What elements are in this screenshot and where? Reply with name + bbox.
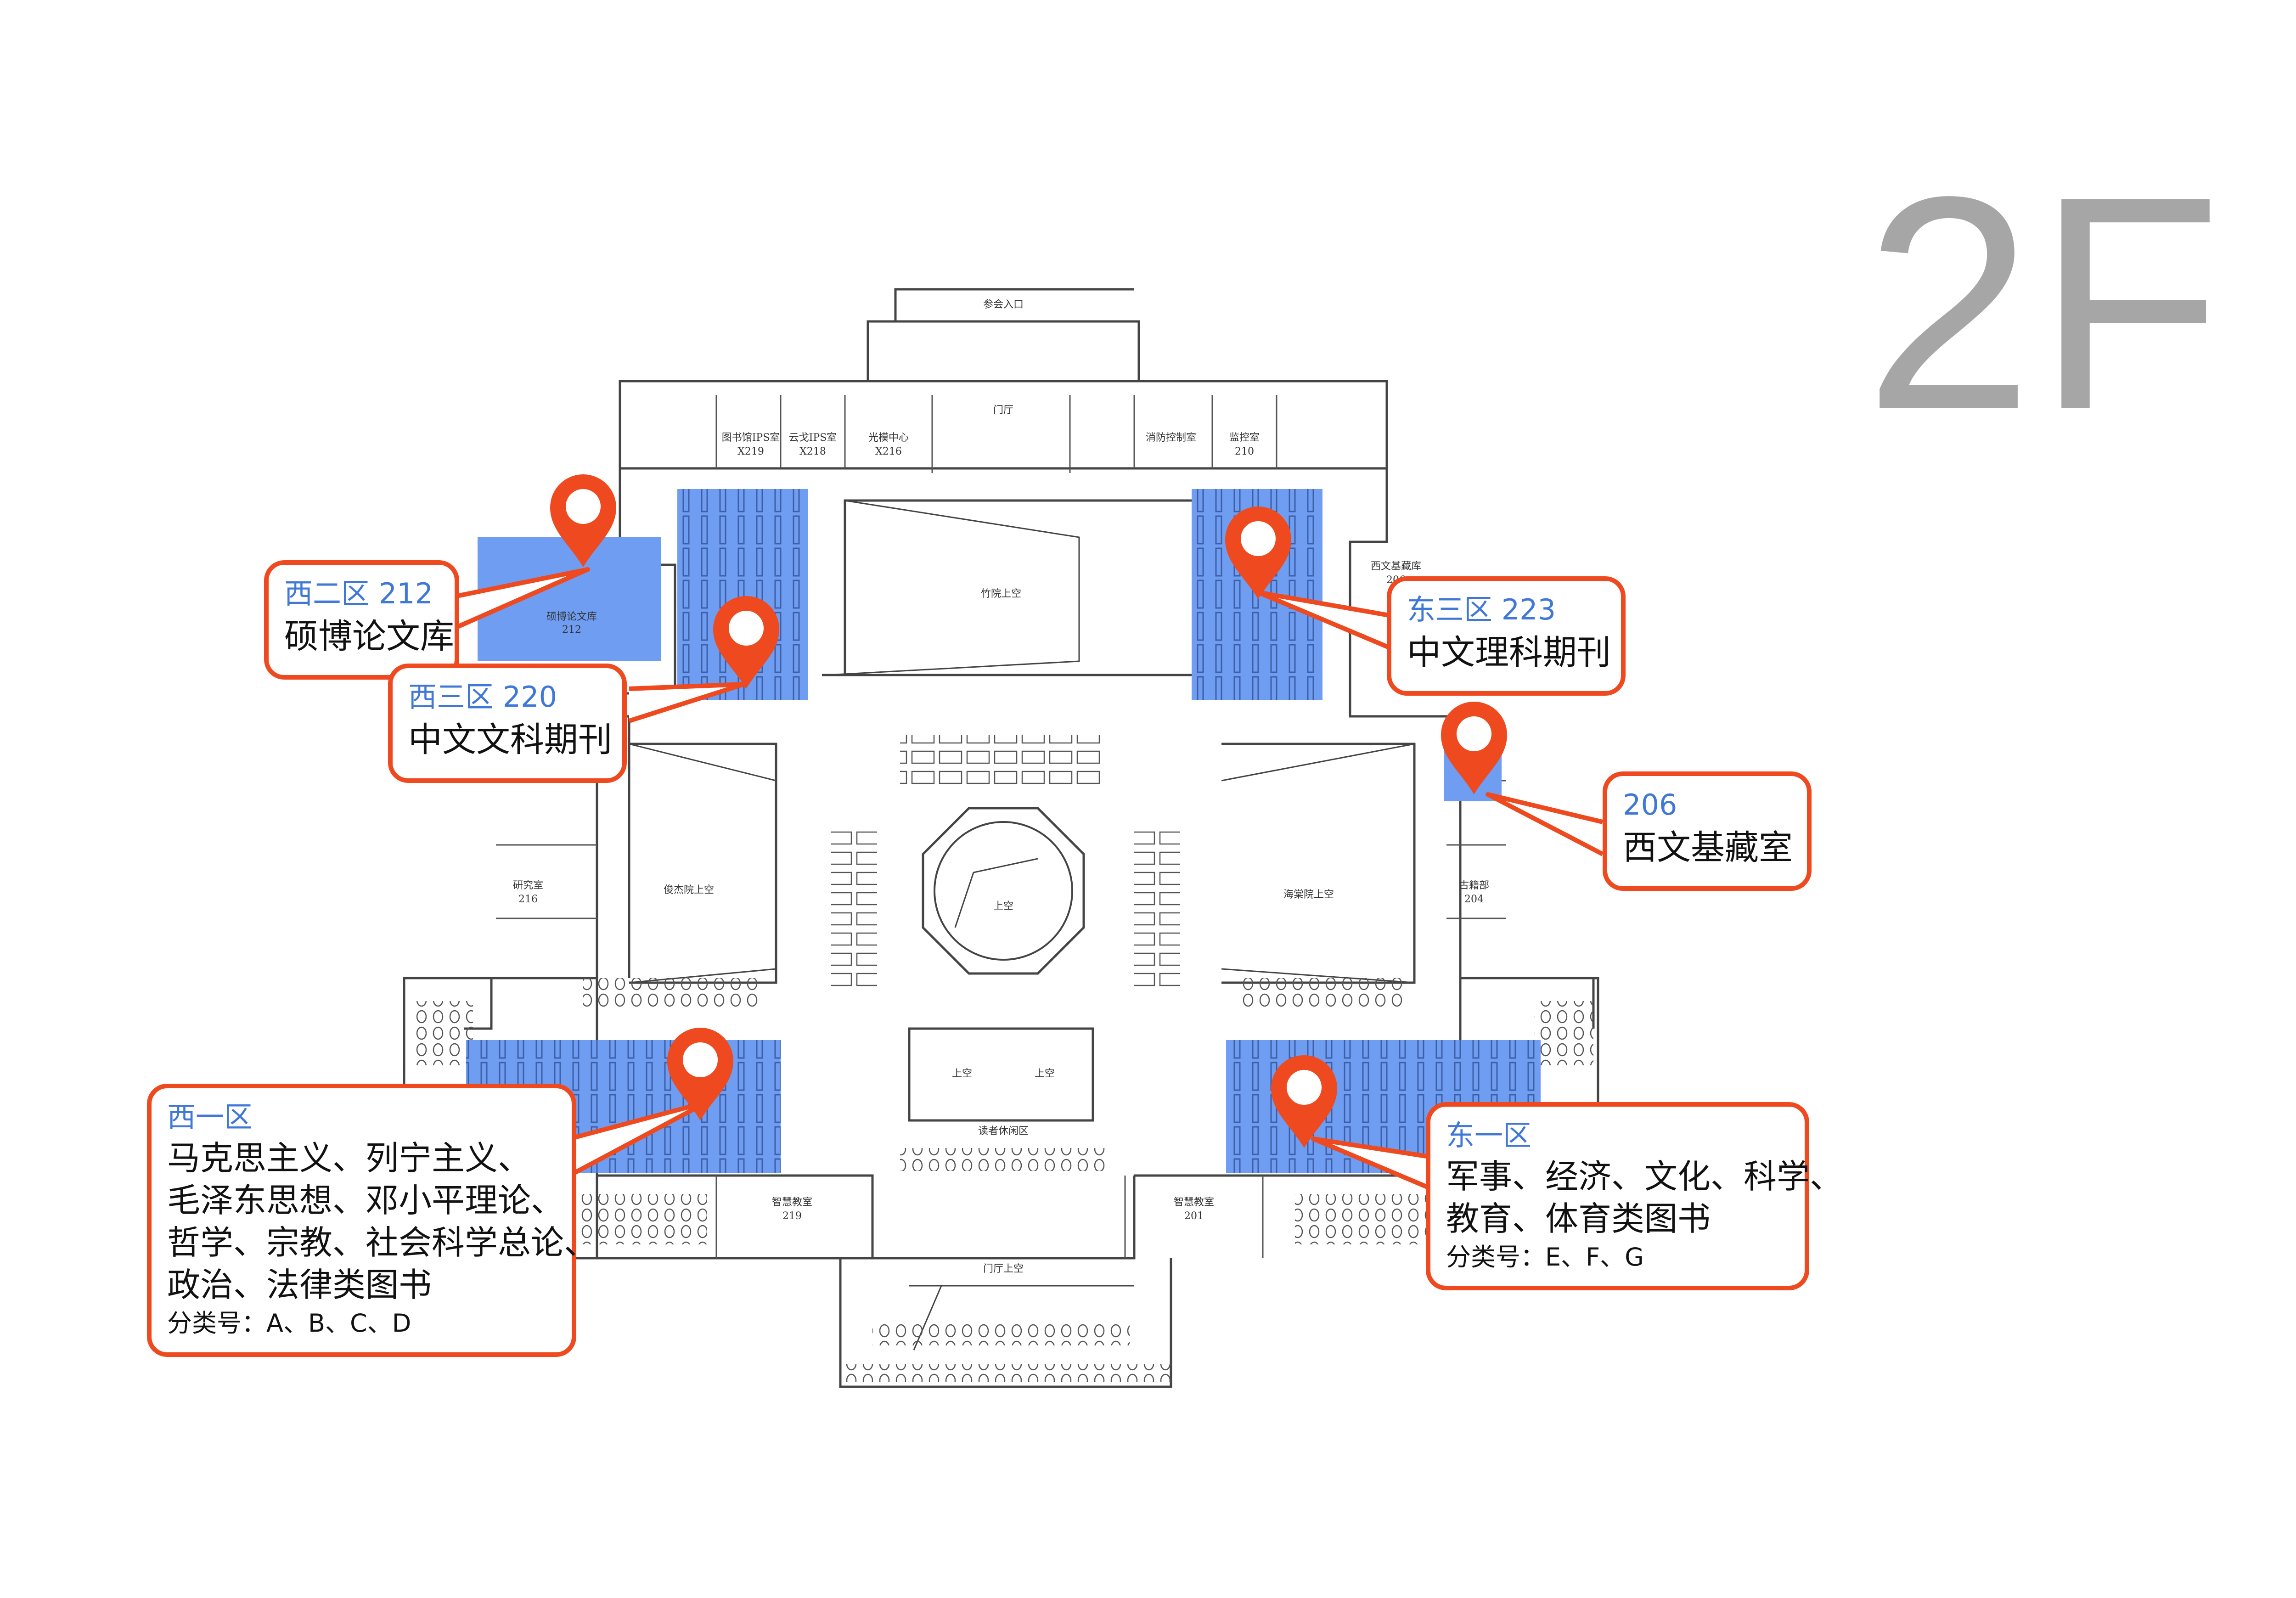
callout-zone: 西三区 220 (408, 680, 557, 714)
label-research: 研究室 (513, 880, 543, 891)
label-fire-control: 消防控制室 (1146, 432, 1196, 444)
callout-zone: 西二区 212 (284, 577, 433, 610)
label-entrance: 参会入口 (983, 299, 1024, 310)
label-haitang: 海棠院上空 (1283, 889, 1334, 900)
label-cloud-ips-no: X218 (799, 446, 826, 457)
label-thesis-room: 硕博论文库 (546, 611, 597, 623)
callout-title: 硕博论文库 (284, 617, 454, 656)
callout-title: 中文文科期刊 (408, 720, 612, 760)
label-ancient: 古籍部 (1459, 880, 1489, 891)
map-pin-icon (1225, 506, 1291, 599)
callout-east3[interactable]: 东三区 223 中文理科期刊 (1387, 576, 1626, 696)
floor-number: 2F (1864, 134, 2226, 472)
callout-east1[interactable]: 东一区 军事、经济、文化、科学、 教育、体育类图书 分类号：E、F、G (1426, 1102, 1843, 1290)
label-smart-right: 智慧教室 (1174, 1197, 1214, 1208)
label-research-no: 216 (518, 894, 538, 905)
callout-zone: 西一区 (167, 1100, 253, 1134)
callout-classification: 分类号：A、B、C、D (167, 1309, 411, 1338)
label-reader-rest: 读者休闲区 (978, 1125, 1029, 1137)
label-lib-ips: 图书馆IPS室 (722, 432, 780, 444)
label-zhuyuan: 竹院上空 (981, 588, 1021, 600)
label-monitor-no: 210 (1235, 446, 1254, 457)
callout-zone: 206 (1623, 788, 1677, 822)
label-thesis-room-no: 212 (562, 624, 581, 636)
callout-tails (451, 567, 1604, 1192)
label-cloud-ips: 云戈IPS室 (789, 432, 837, 444)
label-lobby-void: 门厅上空 (983, 1263, 1024, 1275)
label-western-store: 西文基藏库 (1371, 561, 1421, 572)
label-void-left: 上空 (952, 1068, 972, 1080)
label-photo-center-no: X216 (875, 446, 902, 457)
callout-206[interactable]: 206 西文基藏室 (1603, 771, 1812, 891)
label-lib-ips-no: X219 (737, 446, 764, 457)
callout-west2[interactable]: 西二区 212 硕博论文库 (264, 560, 459, 680)
label-smart-left: 智慧教室 (772, 1197, 812, 1208)
map-pins (550, 474, 1507, 1148)
label-smart-left-no: 219 (782, 1210, 802, 1222)
map-pin-icon (667, 1028, 733, 1120)
label-jusheng: 俊杰院上空 (664, 884, 714, 896)
map-pin-icon (550, 474, 616, 567)
label-ancient-no: 204 (1464, 894, 1484, 905)
label-center-void: 上空 (993, 900, 1013, 912)
callout-zone: 东一区 (1446, 1119, 1532, 1152)
callout-description: 军事、经济、文化、科学、 教育、体育类图书 (1446, 1157, 1843, 1238)
label-lobby: 门厅 (993, 405, 1013, 416)
map-pin-icon (713, 596, 779, 689)
callout-description: 马克思主义、列宁主义、 毛泽东思想、邓小平理论、 哲学、宗教、社会科学总论、 政… (167, 1139, 597, 1304)
label-smart-right-no: 201 (1184, 1210, 1204, 1222)
map-pin-icon (1271, 1055, 1337, 1148)
callout-west1[interactable]: 西一区 马克思主义、列宁主义、 毛泽东思想、邓小平理论、 哲学、宗教、社会科学总… (147, 1084, 597, 1357)
label-monitor: 监控室 (1229, 432, 1260, 444)
label-photo-center: 光模中心 (868, 432, 909, 444)
label-void-right: 上空 (1035, 1068, 1055, 1080)
callout-classification: 分类号：E、F、G (1446, 1243, 1644, 1272)
callout-title: 西文基藏室 (1623, 828, 1793, 867)
callout-west3[interactable]: 西三区 220 中文文科期刊 (388, 664, 627, 783)
callout-title: 中文理科期刊 (1407, 633, 1611, 672)
callout-zone: 东三区 223 (1407, 593, 1556, 626)
map-pin-icon (1441, 702, 1507, 794)
